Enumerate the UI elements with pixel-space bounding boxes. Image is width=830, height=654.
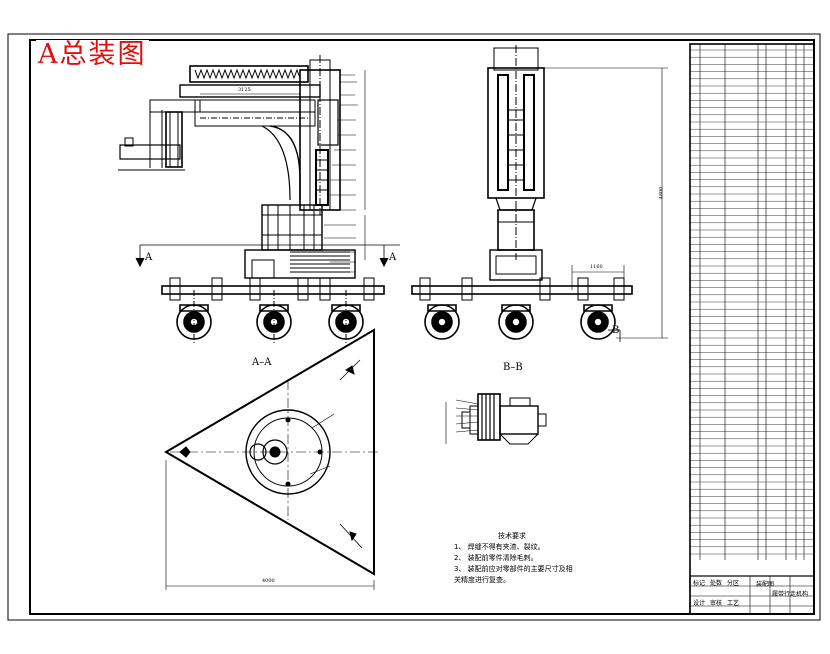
technical-notes: 技术要求 1、 焊缝不得有夹渣、裂纹。 2、 装配前零件清除毛刺。 3、 装配前… [454,531,573,586]
drawing-title-stamp: A总装图 [36,39,149,70]
section-b-view [445,393,547,445]
technical-note-item: 关精度进行复查。 [454,576,510,584]
outer-border [7,33,821,621]
cut-mark-right: A [389,252,397,263]
section-b-label: B–B [503,362,523,373]
technical-note-item: 2、 装配前零件清除毛刺。 [454,554,538,562]
dimension-side-height: 4800 [658,186,665,200]
dimension-base-width: 4000 [262,578,275,584]
cut-mark-b: B [612,325,620,336]
title-block-product-name: 履带行走机构 [772,591,809,598]
title-block-row-label: 处数 [710,580,723,587]
title-block-row-label: 设计 [693,600,706,607]
side-view [411,45,668,342]
technical-note-item: 1、 焊缝不得有夹渣、裂纹。 [454,543,545,551]
inner-border [29,39,815,615]
parts-list-rows [690,49,814,555]
section-a-view [164,328,378,590]
title-block-row-label: 审核 [710,600,723,607]
section-a-label: A–A [252,357,272,368]
dimension-wheel-spacing: 1160 [590,264,603,270]
title-block-row-label: 工艺 [727,600,740,607]
title-block-row-label: 分区 [727,580,740,587]
title-block-row-label: 标记 [693,580,706,587]
technical-note-item: 3、 装配前应对零部件的主要尺寸及相 [454,565,573,573]
title-block [689,575,815,615]
parts-list [689,43,815,615]
title-block-drawing-name: 装配图 [756,581,775,588]
technical-notes-title: 技术要求 [498,532,526,540]
front-view [118,55,400,345]
cut-mark-left: A [145,252,153,263]
dimension-horizontal-arm: 3125 [238,87,251,93]
